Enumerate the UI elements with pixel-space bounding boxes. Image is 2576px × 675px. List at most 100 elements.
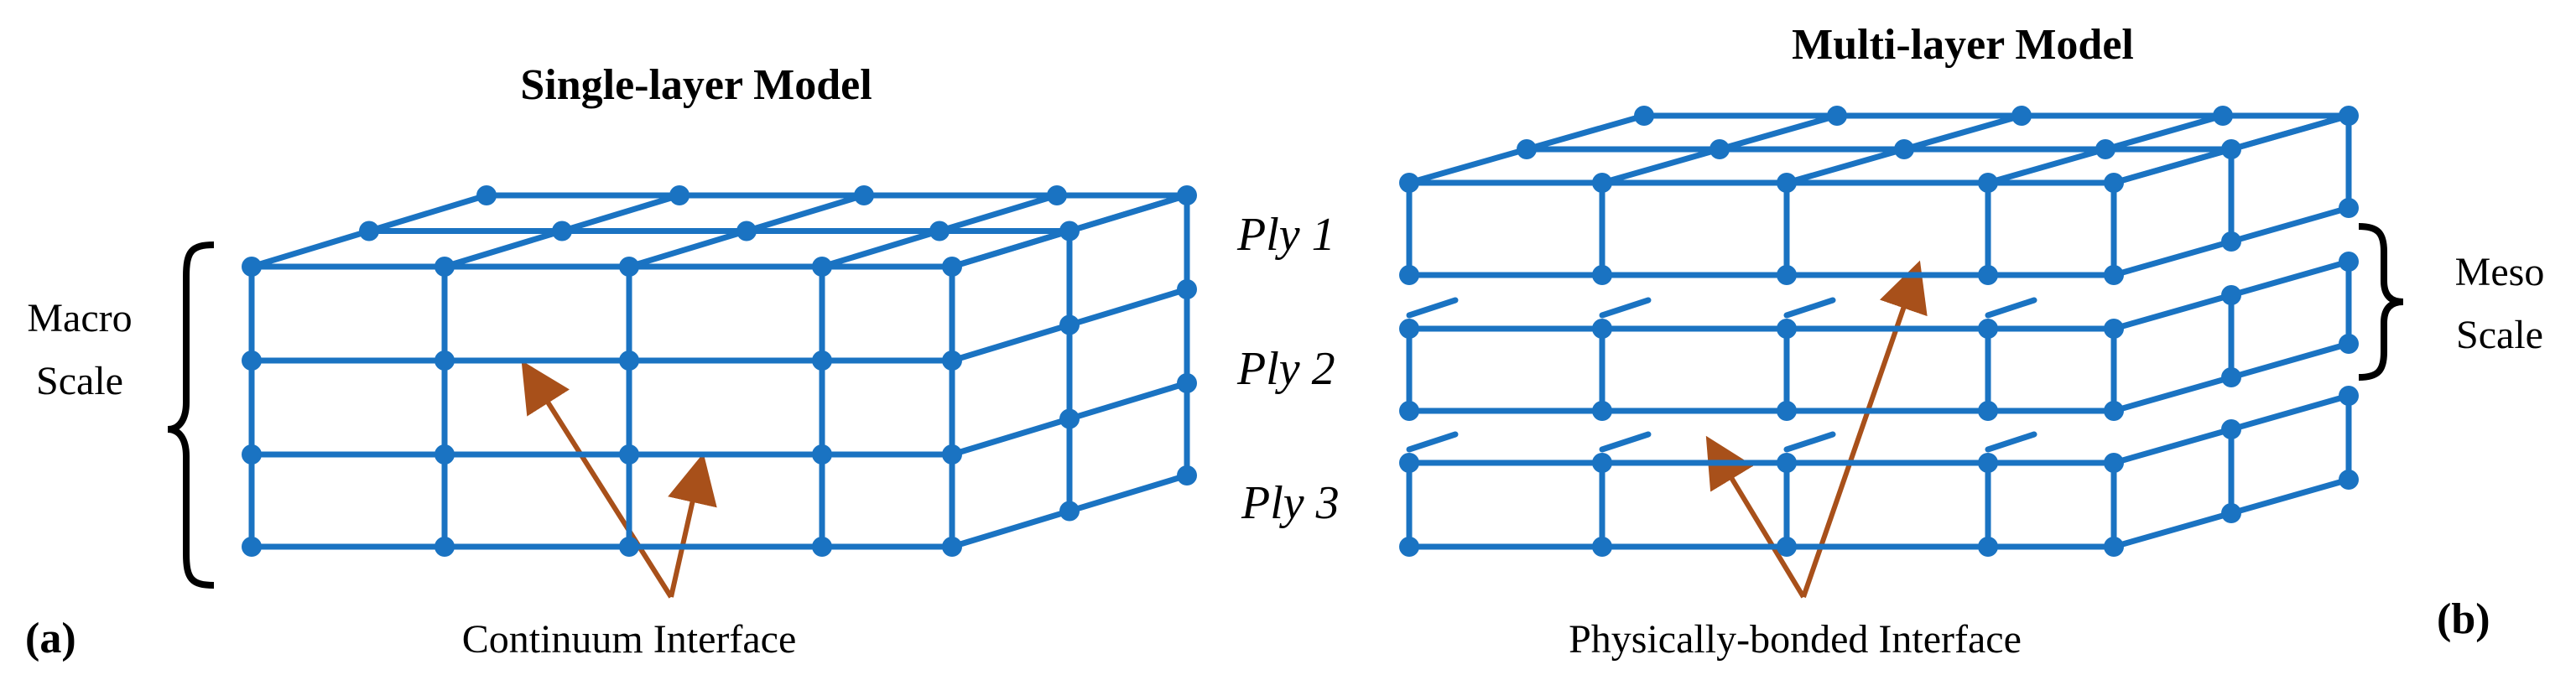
ply-2-label: Ply 2: [1236, 343, 1335, 395]
mesh-node: [2011, 106, 2032, 126]
mesh-node: [942, 350, 962, 371]
mesh-node: [2104, 319, 2124, 339]
mesh-node: [435, 350, 455, 371]
ply-1-label: Ply 1: [1236, 209, 1335, 261]
mesh-node: [2221, 285, 2241, 305]
interface-tick: [1599, 297, 1652, 319]
mesh-node: [1592, 537, 1612, 557]
mesh-node: [1059, 221, 1080, 241]
mesh-node: [1894, 139, 1914, 159]
mesh-node: [1399, 265, 1419, 285]
multi-layer-mesh: [1399, 106, 2359, 557]
mesh-node: [1047, 185, 1067, 205]
mesh-node: [1399, 537, 1419, 557]
bonded-arrow-2: [1801, 260, 1928, 598]
mesh-node: [942, 537, 962, 557]
mesh-node: [2221, 231, 2241, 252]
mesh-node: [1399, 453, 1419, 473]
mesh-node: [1177, 185, 1197, 205]
mesh-node: [242, 350, 262, 371]
mesh-node: [435, 537, 455, 557]
mesh-node: [1399, 401, 1419, 421]
mesh-node: [1978, 453, 1998, 473]
panel-b-tag: (b): [2437, 595, 2490, 643]
physically-bonded-interface-label: Physically-bonded Interface: [1569, 617, 2022, 662]
mesh-node: [1777, 401, 1797, 421]
mesh-node: [2339, 386, 2359, 406]
macro-scale-label-line2: Scale: [36, 359, 123, 403]
mesh-node: [1827, 106, 1847, 126]
meso-scale-label-line2: Scale: [2456, 313, 2543, 357]
mesh-node: [1978, 265, 1998, 285]
mesh-node: [1978, 173, 1998, 193]
mesh-node: [2339, 106, 2359, 126]
mesh-node: [1978, 537, 1998, 557]
mesh-node: [435, 444, 455, 465]
mesh-node: [1059, 314, 1080, 335]
mesh-node: [2095, 139, 2115, 159]
bonded-arrow-1: [1705, 435, 1806, 599]
mesh-node: [1777, 265, 1797, 285]
interface-tick: [1783, 297, 1836, 319]
mesh-node: [812, 444, 832, 465]
mesh-node: [2339, 470, 2359, 490]
mesh-node: [1177, 373, 1197, 393]
mesh-node: [669, 185, 690, 205]
mesh-node: [1177, 465, 1197, 485]
mesh-node: [1777, 173, 1797, 193]
mesh-node: [2221, 139, 2241, 159]
panel-b-title: Multi-layer Model: [1792, 21, 2134, 69]
interface-tick: [1985, 431, 2037, 453]
mesh-node: [242, 537, 262, 557]
mesh-node: [435, 257, 455, 277]
mesh-node: [1592, 265, 1612, 285]
interface-tick: [1783, 431, 1836, 453]
mesh-node: [619, 537, 639, 557]
mesh-node: [942, 444, 962, 465]
mesh-node: [2339, 198, 2359, 218]
mesh-node: [619, 350, 639, 371]
continuum-arrow-2: [668, 453, 717, 598]
continuum-arrow-1: [521, 360, 674, 599]
mesh-node: [812, 257, 832, 277]
mesh-node: [1177, 279, 1197, 299]
mesh-node: [359, 221, 379, 241]
mesh-node: [1634, 106, 1654, 126]
interface-tick: [1406, 431, 1459, 453]
meso-scale-brace: [2358, 223, 2404, 381]
mesh-node: [2221, 419, 2241, 439]
mesh-node: [2104, 173, 2124, 193]
mesh-node: [2104, 401, 2124, 421]
mesh-node: [1399, 319, 1419, 339]
mesh-node: [619, 257, 639, 277]
mesh-node: [2221, 503, 2241, 523]
mesh-node: [1710, 139, 1730, 159]
mesh-node: [1517, 139, 1537, 159]
mesh-node: [854, 185, 874, 205]
mesh-node: [1592, 173, 1612, 193]
panel-a-tag: (a): [25, 615, 76, 662]
interface-tick: [1406, 297, 1459, 319]
continuum-interface-label: Continuum Interface: [462, 617, 797, 662]
single-layer-mesh: [242, 185, 1197, 557]
mesh-node: [1978, 401, 1998, 421]
mesh-node: [942, 257, 962, 277]
mesh-node: [1777, 453, 1797, 473]
mesh-node: [552, 221, 572, 241]
mesh-node: [2221, 367, 2241, 387]
mesh-node: [242, 444, 262, 465]
mesh-node: [619, 444, 639, 465]
mesh-node: [812, 537, 832, 557]
panel-a-title: Single-layer Model: [520, 61, 872, 109]
mesh-node: [2104, 453, 2124, 473]
mesh-node: [1777, 319, 1797, 339]
mesh-node: [2104, 265, 2124, 285]
mesh-node: [1059, 408, 1080, 429]
mesh-node: [1978, 319, 1998, 339]
mesh-node: [1059, 501, 1080, 522]
mesh-node: [1592, 319, 1612, 339]
mesh-node: [929, 221, 950, 241]
mesh-node: [2213, 106, 2233, 126]
macro-scale-label-line1: Macro: [27, 296, 132, 340]
